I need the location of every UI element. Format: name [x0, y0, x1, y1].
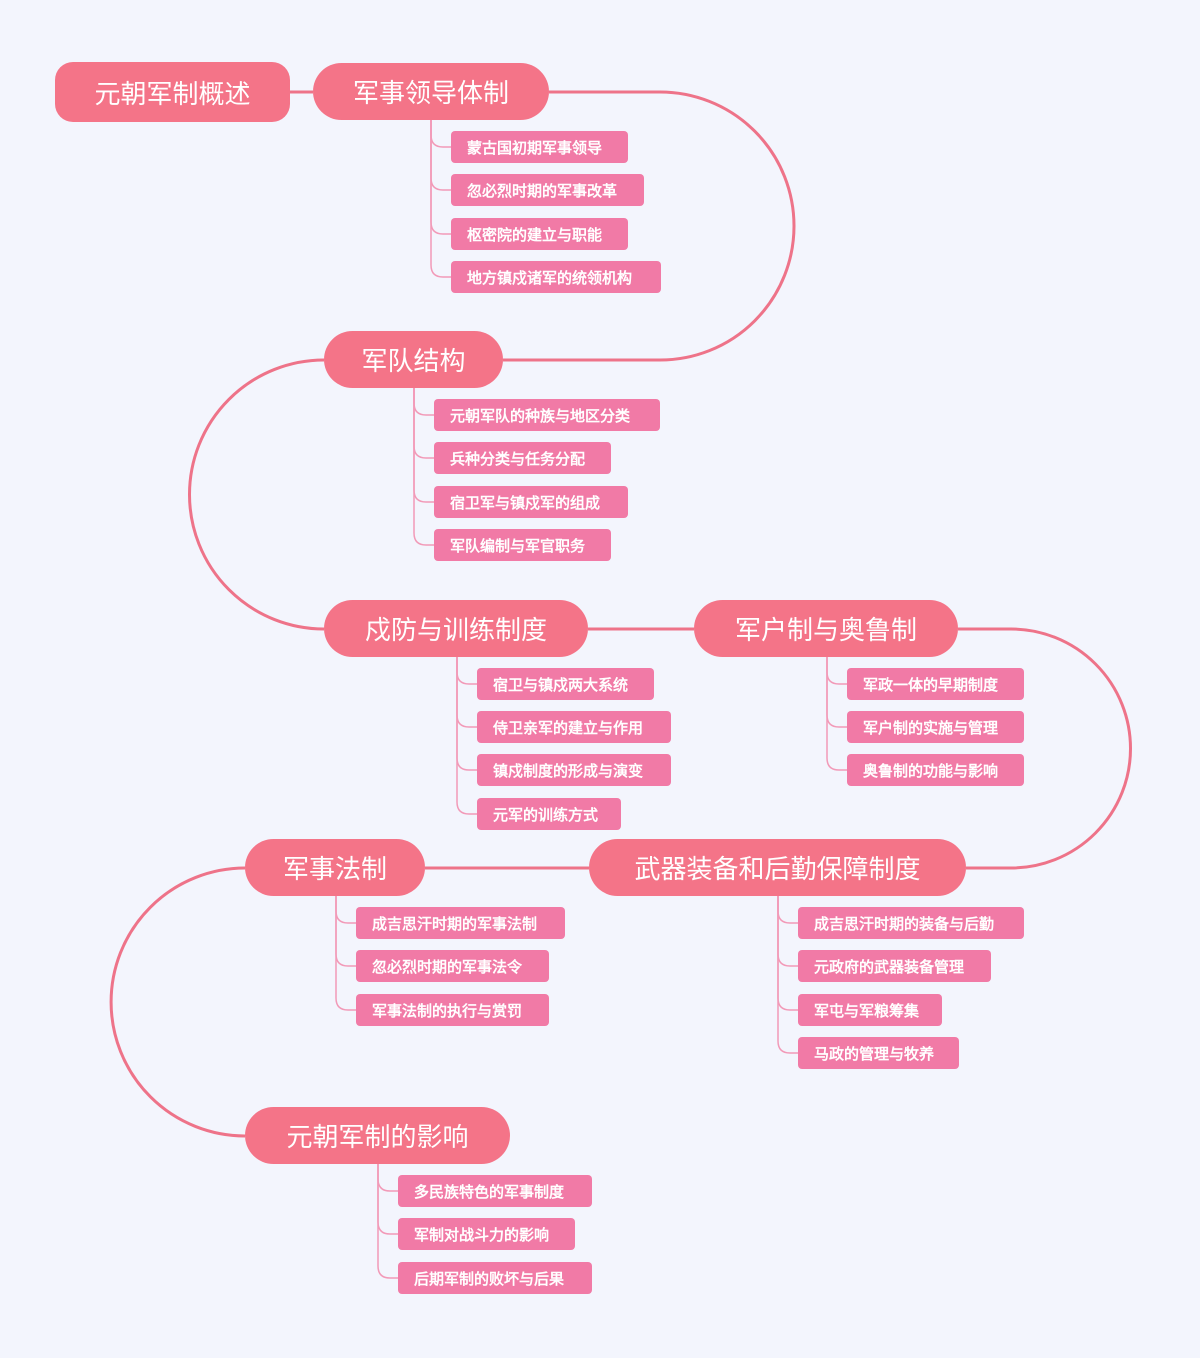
branch-connector [335, 896, 356, 967]
branch-connector [777, 896, 798, 1011]
root-label: 元朝军制概述 [94, 79, 251, 110]
subtopic-label: 成吉思汗时期的军事法制 [372, 914, 538, 933]
subtopic-label: 军队编制与军官职务 [450, 536, 586, 555]
subtopic-label: 军屯与军粮筹集 [814, 1001, 920, 1020]
branch-connector [413, 388, 434, 459]
topic-node-7[interactable]: 元朝军制的影响 [245, 1107, 510, 1164]
subtopic-node[interactable]: 镇戍制度的形成与演变 [477, 754, 671, 786]
subtopic-label: 元军的训练方式 [493, 805, 599, 824]
subtopic-label: 忽必烈时期的军事法令 [372, 957, 523, 976]
subtopic-label: 军制对战斗力的影响 [414, 1225, 550, 1244]
subtopic-node[interactable]: 军屯与军粮筹集 [798, 994, 942, 1026]
subtopic-node[interactable]: 奥鲁制的功能与影响 [847, 754, 1024, 786]
subtopic-node[interactable]: 元军的训练方式 [477, 798, 621, 830]
topic-label: 军队结构 [361, 347, 466, 377]
subtopic-node[interactable]: 军制对战斗力的影响 [398, 1218, 575, 1250]
main-connectors [109, 90, 1132, 1138]
subtopic-node[interactable]: 宿卫军与镇戍军的组成 [434, 486, 628, 518]
subtopic-label: 蒙古国初期军事领导 [467, 138, 603, 157]
subtopic-node[interactable]: 地方镇戍诸军的统领机构 [451, 261, 661, 293]
branch-connector [456, 657, 477, 728]
subtopic-label: 地方镇戍诸军的统领机构 [467, 268, 633, 287]
branch-connector [413, 388, 434, 546]
subtopic-node[interactable]: 军事法制的执行与赏罚 [356, 994, 549, 1026]
subtopic-label: 军政一体的早期制度 [863, 675, 999, 694]
subtopic-node[interactable]: 马政的管理与牧养 [798, 1037, 959, 1069]
subtopic-label: 马政的管理与牧养 [814, 1044, 935, 1063]
subtopic-node[interactable]: 枢密院的建立与职能 [451, 218, 628, 250]
subtopic-label: 元政府的武器装备管理 [814, 957, 965, 976]
subtopic-label: 侍卫亲军的建立与作用 [493, 718, 644, 737]
topic-node-5[interactable]: 武器装备和后勤保障制度 [589, 839, 966, 896]
branch-connector [377, 1164, 398, 1235]
topic-label: 元朝军制的影响 [286, 1123, 469, 1153]
topic-node-6[interactable]: 军事法制 [245, 839, 425, 896]
topic-label: 军户制与奥鲁制 [734, 616, 917, 646]
branch-connector [777, 896, 798, 967]
subtopic-label: 兵种分类与任务分配 [450, 449, 586, 468]
subtopic-node[interactable]: 宿卫与镇戍两大系统 [477, 668, 654, 700]
topic-label: 戍防与训练制度 [364, 616, 547, 646]
subtopic-node[interactable]: 元政府的武器装备管理 [798, 950, 991, 982]
topic-node-1[interactable]: 军事领导体制 [313, 63, 549, 120]
subtopic-node[interactable]: 军户制的实施与管理 [847, 711, 1024, 743]
branch-connector [826, 657, 847, 728]
subtopic-label: 宿卫与镇戍两大系统 [493, 675, 629, 694]
branch-connector [826, 657, 847, 685]
subtopic-label: 镇戍制度的形成与演变 [493, 761, 644, 780]
root-node[interactable]: 元朝军制概述 [55, 62, 290, 122]
subtopic-node[interactable]: 蒙古国初期军事领导 [451, 131, 628, 163]
subtopic-node[interactable]: 元朝军队的种族与地区分类 [434, 399, 660, 431]
branch-connector [430, 120, 451, 278]
main-connector [188, 358, 325, 631]
subtopic-label: 军户制的实施与管理 [863, 718, 999, 737]
topic-label: 军事领导体制 [352, 79, 509, 109]
subtopic-label: 多民族特色的军事制度 [414, 1182, 565, 1201]
main-connector [109, 866, 246, 1138]
branch-connector [456, 657, 477, 771]
subtopic-node[interactable]: 军队编制与军官职务 [434, 529, 611, 561]
topic-node-2[interactable]: 军队结构 [324, 331, 503, 388]
branch-connector [430, 120, 451, 235]
subtopic-node[interactable]: 忽必烈时期的军事改革 [451, 174, 644, 206]
branch-connector [377, 1164, 398, 1192]
branch-connector [377, 1164, 398, 1279]
subtopic-node[interactable]: 后期军制的败坏与后果 [398, 1262, 592, 1294]
branch-connector [777, 896, 798, 1054]
topic-node-3[interactable]: 戍防与训练制度 [324, 600, 588, 657]
subtopic-label: 成吉思汗时期的装备与后勤 [814, 914, 995, 933]
branch-connector [335, 896, 356, 1011]
subtopic-node[interactable]: 侍卫亲军的建立与作用 [477, 711, 671, 743]
subtopic-label: 元朝军队的种族与地区分类 [450, 406, 631, 425]
topic-node-4[interactable]: 军户制与奥鲁制 [694, 600, 958, 657]
subtopic-node[interactable]: 军政一体的早期制度 [847, 668, 1024, 700]
branch-connector [430, 120, 451, 191]
main-connector [503, 90, 796, 362]
subtopic-label: 后期军制的败坏与后果 [414, 1269, 565, 1288]
branch-connector [777, 896, 798, 924]
subtopic-node[interactable]: 多民族特色的军事制度 [398, 1175, 592, 1207]
topic-label: 武器装备和后勤保障制度 [634, 855, 921, 885]
branch-connectors [335, 120, 847, 1279]
main-connector [958, 627, 1132, 870]
subtopic-node[interactable]: 成吉思汗时期的装备与后勤 [798, 907, 1024, 939]
subtopic-label: 枢密院的建立与职能 [467, 225, 603, 244]
subtopic-label: 奥鲁制的功能与影响 [863, 761, 999, 780]
subtopic-label: 忽必烈时期的军事改革 [467, 181, 618, 200]
subtopic-label: 宿卫军与镇戍军的组成 [450, 493, 601, 512]
branch-connector [335, 896, 356, 924]
branch-connector [430, 120, 451, 148]
branch-connector [413, 388, 434, 416]
subtopic-label: 军事法制的执行与赏罚 [372, 1001, 523, 1020]
branch-connector [456, 657, 477, 815]
subtopic-node[interactable]: 成吉思汗时期的军事法制 [356, 907, 565, 939]
subtopic-node[interactable]: 忽必烈时期的军事法令 [356, 950, 549, 982]
branch-connector [456, 657, 477, 685]
topic-label: 军事法制 [282, 855, 387, 885]
subtopic-node[interactable]: 兵种分类与任务分配 [434, 442, 611, 474]
branch-connector [826, 657, 847, 771]
branch-connector [413, 388, 434, 503]
